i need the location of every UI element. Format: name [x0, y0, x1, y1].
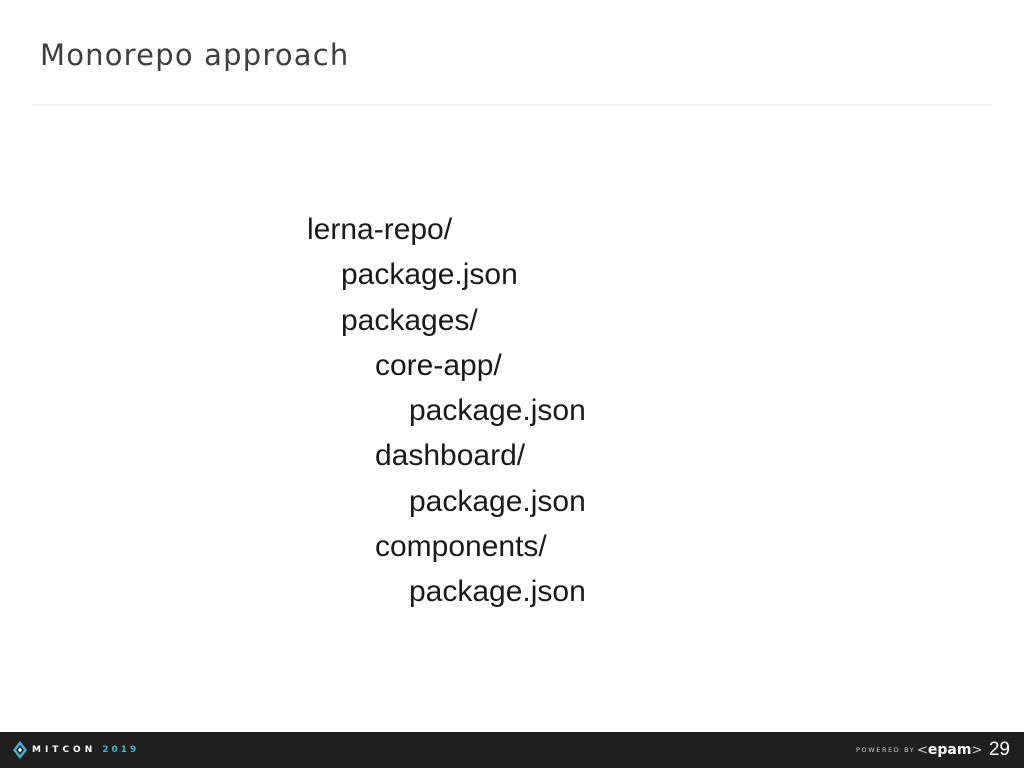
tree-item: package.json: [409, 484, 586, 518]
tree-item: components/: [375, 530, 547, 564]
epam-bracket-left: <: [917, 742, 928, 758]
directory-tree: lerna-repo/ package.json packages/ core-…: [307, 207, 586, 615]
tree-item: package.json: [409, 575, 586, 609]
footer-bar: MITCON 2019 POWERED BY < epam > 29: [0, 732, 1024, 768]
tree-item: lerna-repo/: [307, 213, 453, 246]
tree-item: package.json: [409, 394, 586, 428]
tree-item: package.json: [341, 258, 518, 292]
powered-by-label: POWERED BY: [856, 746, 916, 754]
logo-text: MITCON: [32, 745, 97, 755]
slide-title: Monorepo approach: [40, 38, 350, 72]
title-divider: [32, 104, 992, 106]
conference-logo: MITCON 2019: [12, 732, 139, 768]
epam-bracket-right: >: [971, 742, 983, 758]
epam-name: epam: [927, 742, 972, 758]
tree-item: core-app/: [375, 348, 502, 382]
logo-year: 2019: [102, 745, 140, 755]
tree-item: packages/: [341, 303, 478, 337]
epam-logo: < epam >: [917, 732, 982, 768]
page-number: 29: [988, 739, 1010, 760]
mitcon-logo-icon: [13, 741, 27, 759]
tree-item: dashboard/: [375, 439, 526, 473]
